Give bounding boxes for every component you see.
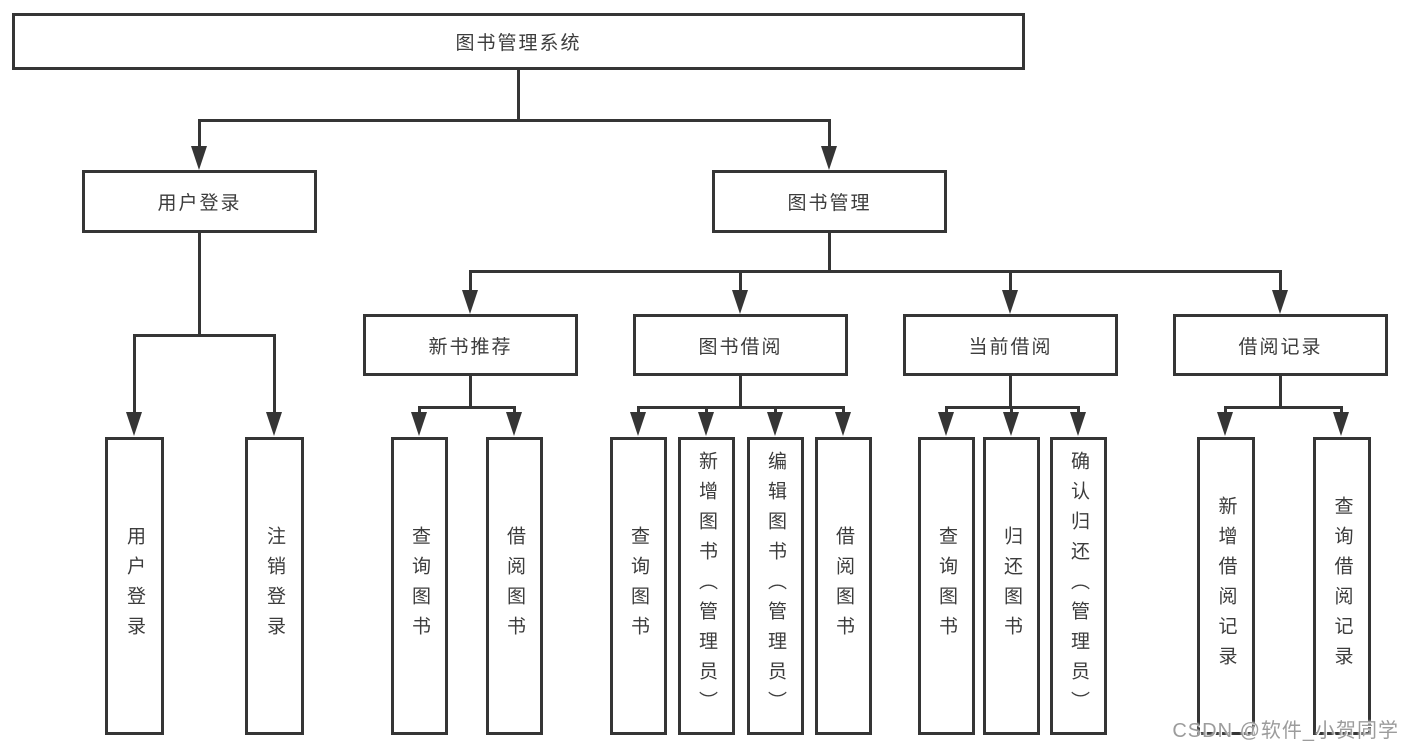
- connector-line: [133, 334, 276, 337]
- arrow-down-icon: [835, 412, 851, 436]
- connector-line: [1009, 270, 1012, 294]
- arrow-down-icon: [1272, 290, 1288, 314]
- arrow-down-icon: [411, 412, 427, 436]
- connector-line: [198, 233, 201, 335]
- arrow-down-icon: [1002, 290, 1018, 314]
- leaf-add-borrow-record-label: 新增借阅记录: [1215, 496, 1237, 676]
- node-book-management: 图书管理: [712, 170, 947, 233]
- arrow-down-icon: [938, 412, 954, 436]
- watermark: CSDN @软件_小贺同学: [1172, 720, 1399, 742]
- leaf-borrow-book-recommend: 借阅图书: [486, 437, 543, 735]
- leaf-borrow-book: 借阅图书: [815, 437, 872, 735]
- connector-line: [469, 376, 472, 408]
- connector-line: [198, 119, 201, 150]
- leaf-return-book: 归还图书: [983, 437, 1040, 735]
- leaf-query-book-borrow-label: 查询图书: [628, 526, 649, 646]
- arrow-down-icon: [767, 412, 783, 436]
- leaf-add-book-admin: 新增图书（管理员）: [678, 437, 735, 735]
- connector-line: [517, 70, 520, 120]
- node-book-borrow-label: 图书借阅: [698, 336, 783, 358]
- arrow-down-icon: [630, 412, 646, 436]
- arrow-down-icon: [462, 290, 478, 314]
- connector-line: [1279, 270, 1282, 294]
- connector-line: [469, 270, 1282, 273]
- leaf-logout: 注销登录: [245, 437, 304, 735]
- node-user-login-label: 用户登录: [157, 193, 242, 214]
- connector-line: [1224, 406, 1343, 409]
- connector-line: [1009, 376, 1012, 408]
- leaf-add-borrow-record: 新增借阅记录: [1197, 437, 1255, 735]
- arrow-down-icon: [506, 412, 522, 436]
- connector-line: [469, 270, 472, 294]
- arrow-down-icon: [1217, 412, 1233, 436]
- leaf-query-book-recommend-label: 查询图书: [409, 526, 430, 646]
- leaf-return-book-label: 归还图书: [1001, 526, 1022, 646]
- node-borrow-records: 借阅记录: [1173, 314, 1388, 376]
- connector-line: [828, 233, 831, 271]
- connector-line: [828, 119, 831, 150]
- leaf-logout-label: 注销登录: [264, 526, 285, 646]
- connector-line: [739, 270, 742, 294]
- node-root-label: 图书管理系统: [455, 33, 582, 54]
- connector-line: [198, 119, 831, 122]
- leaf-confirm-return-admin-label: 确认归还（管理员）: [1068, 451, 1089, 721]
- leaf-query-book-recommend: 查询图书: [391, 437, 448, 735]
- node-borrow-records-label: 借阅记录: [1238, 336, 1323, 358]
- leaf-add-book-admin-label: 新增图书（管理员）: [696, 451, 717, 721]
- leaf-query-borrow-record-label: 查询借阅记录: [1331, 496, 1353, 676]
- arrow-down-icon: [126, 412, 142, 436]
- arrow-down-icon: [191, 146, 207, 170]
- leaf-query-borrow-record: 查询借阅记录: [1313, 437, 1371, 735]
- leaf-query-book-current-label: 查询图书: [936, 526, 957, 646]
- leaf-query-book-borrow: 查询图书: [610, 437, 667, 735]
- arrow-down-icon: [1333, 412, 1349, 436]
- leaf-borrow-book-label: 借阅图书: [833, 526, 854, 646]
- arrow-down-icon: [732, 290, 748, 314]
- connector-line: [1279, 376, 1282, 408]
- leaf-user-login-label: 用户登录: [124, 526, 145, 646]
- connector-line: [273, 334, 276, 416]
- node-root: 图书管理系统: [12, 13, 1025, 70]
- leaf-borrow-book-recommend-label: 借阅图书: [504, 526, 525, 646]
- node-current-borrow-label: 当前借阅: [968, 336, 1053, 358]
- node-new-book-recommend: 新书推荐: [363, 314, 578, 376]
- node-current-borrow: 当前借阅: [903, 314, 1118, 376]
- arrow-down-icon: [266, 412, 282, 436]
- leaf-confirm-return-admin: 确认归还（管理员）: [1050, 437, 1107, 735]
- node-new-book-recommend-label: 新书推荐: [428, 336, 513, 358]
- connector-line: [418, 406, 516, 409]
- arrow-down-icon: [698, 412, 714, 436]
- node-user-login: 用户登录: [82, 170, 317, 233]
- leaf-edit-book-admin-label: 编辑图书（管理员）: [765, 451, 786, 721]
- arrow-down-icon: [1003, 412, 1019, 436]
- leaf-user-login: 用户登录: [105, 437, 164, 735]
- leaf-edit-book-admin: 编辑图书（管理员）: [747, 437, 804, 735]
- connector-line: [739, 376, 742, 408]
- node-book-management-label: 图书管理: [787, 193, 872, 214]
- arrow-down-icon: [821, 146, 837, 170]
- arrow-down-icon: [1070, 412, 1086, 436]
- connector-line: [637, 406, 845, 409]
- leaf-query-book-current: 查询图书: [918, 437, 975, 735]
- connector-line: [133, 334, 136, 416]
- node-book-borrow: 图书借阅: [633, 314, 848, 376]
